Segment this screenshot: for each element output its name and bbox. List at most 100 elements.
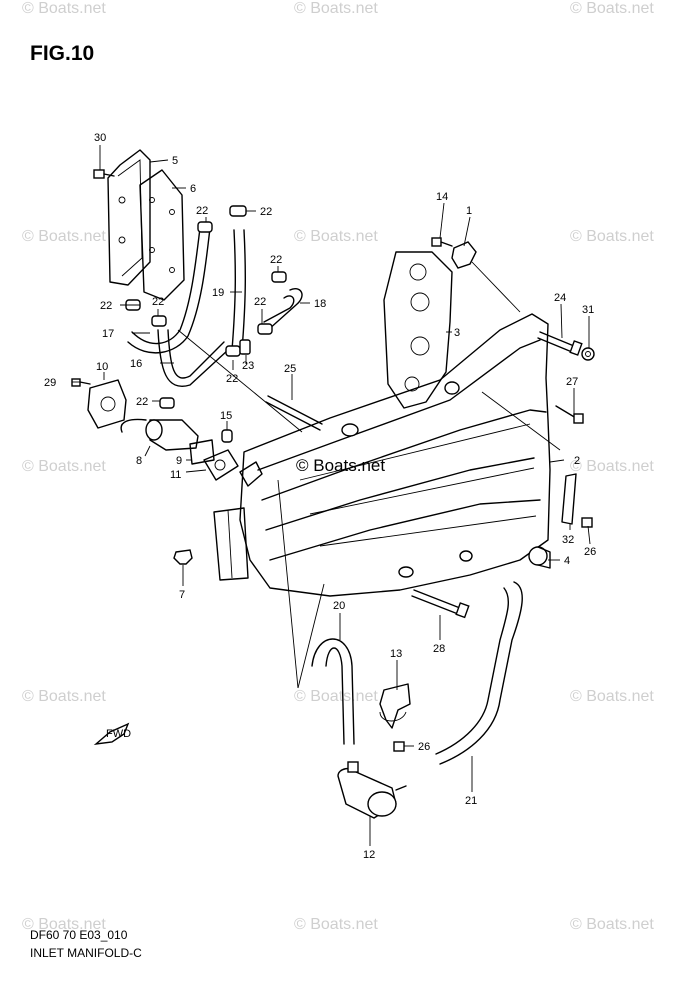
part-13-clip (379, 683, 411, 729)
part-32-bracket (561, 473, 577, 525)
watermark: © Boats.net (294, 916, 378, 933)
part-19-hose (231, 229, 246, 351)
callout-29: 29 (44, 377, 56, 389)
callout-18: 18 (314, 298, 326, 310)
callout-11: 11 (170, 469, 181, 481)
part-14-bolt (431, 237, 453, 247)
clamp-22 (271, 271, 287, 283)
part-9-gasket (189, 439, 215, 465)
part-18-hose (263, 288, 303, 331)
callout-10: 10 (96, 361, 108, 373)
watermark: © Boats.net (570, 458, 654, 475)
part-26-bolt (393, 741, 405, 752)
fwd-label: FWD (106, 728, 131, 740)
callout-22: 22 (196, 205, 208, 217)
callout-21: 21 (465, 795, 477, 807)
callout-24: 24 (554, 292, 566, 304)
clamp-22 (151, 315, 167, 327)
callout-22: 22 (226, 373, 238, 385)
clamp-22 (225, 345, 241, 357)
watermark: © Boats.net (22, 0, 106, 17)
part-21-hose (435, 581, 523, 765)
part-28-bolt (411, 589, 470, 619)
callout-17: 17 (102, 328, 114, 340)
callout-27: 27 (566, 376, 578, 388)
watermark: © Boats.net (570, 916, 654, 933)
callout-22: 22 (260, 206, 272, 218)
part-24-bolt (537, 331, 583, 356)
callout-25: 25 (284, 363, 296, 375)
callout-5: 5 (172, 155, 178, 167)
watermark: © Boats.net (294, 228, 378, 245)
callout-22: 22 (100, 300, 112, 312)
part-30-bolt (93, 169, 115, 179)
part-11-plate (203, 449, 239, 481)
callout-32: 32 (562, 534, 574, 546)
part-3-gasket (383, 251, 453, 409)
callout-14: 14 (436, 191, 448, 203)
watermark: © Boats.net (570, 0, 654, 17)
watermark: © Boats.net (22, 916, 106, 933)
callout-22: 22 (254, 296, 266, 308)
part-5-cover (107, 149, 151, 286)
callout-9: 9 (176, 455, 182, 467)
callout-26: 26 (418, 741, 430, 753)
callout-6: 6 (190, 183, 196, 195)
watermark: © Boats.net (22, 458, 106, 475)
guide-lines (177, 261, 561, 689)
part-8-pump (120, 418, 199, 451)
part-26-bolt (581, 517, 593, 528)
callout-13: 13 (390, 648, 402, 660)
callout-20: 20 (333, 600, 345, 612)
clamp-22 (159, 397, 175, 409)
part-4-cap (528, 546, 551, 569)
watermark: © Boats.net (294, 688, 378, 705)
callout-16: 16 (130, 358, 142, 370)
callout-3: 3 (454, 327, 460, 339)
watermark: © Boats.net (294, 0, 378, 17)
callout-22: 22 (270, 254, 282, 266)
callout-30: 30 (94, 132, 106, 144)
part-23-fitting (239, 339, 251, 355)
callout-31: 31 (582, 304, 594, 316)
figure-title: FIG.10 (30, 42, 95, 65)
callout-2: 2 (574, 455, 580, 467)
part-17-hose (127, 227, 211, 354)
part-7-plug (173, 549, 193, 565)
part-6-gasket (139, 169, 185, 301)
watermark-center: © Boats.net (296, 456, 386, 475)
part-1-bracket (451, 241, 477, 269)
callout-7: 7 (179, 589, 185, 601)
part-10-plate (87, 379, 127, 429)
part-2-manifold (213, 313, 551, 597)
part-20-hose (311, 638, 355, 745)
callout-labels: 30 5 6 22 22 22 22 22 22 22 22 19 18 17 … (44, 132, 596, 861)
part-12-filter (337, 761, 407, 819)
callout-4: 4 (564, 555, 570, 567)
fwd-arrow-icon: FWD (93, 722, 131, 745)
clamp-22 (229, 205, 247, 217)
part-29-bolt (71, 378, 91, 387)
callout-8: 8 (136, 455, 142, 467)
diagram-name: INLET MANIFOLD-C (30, 946, 142, 960)
callout-28: 28 (433, 643, 445, 655)
clamp-22 (197, 221, 213, 233)
callout-15: 15 (220, 410, 232, 422)
part-16-hose (157, 329, 229, 387)
callout-23: 23 (242, 360, 254, 372)
part-31-nut (581, 347, 595, 361)
watermark: © Boats.net (570, 228, 654, 245)
part-15-pin (221, 429, 233, 443)
callout-19: 19 (212, 287, 224, 299)
clamp-22 (257, 323, 273, 335)
callout-1: 1 (466, 205, 472, 217)
callout-22: 22 (152, 296, 164, 308)
leader-lines (72, 145, 591, 846)
watermark: © Boats.net (22, 228, 106, 245)
callout-12: 12 (363, 849, 375, 861)
part-27-bolt (555, 405, 584, 424)
watermark: © Boats.net (570, 688, 654, 705)
callout-22: 22 (136, 396, 148, 408)
watermark: © Boats.net (22, 688, 106, 705)
